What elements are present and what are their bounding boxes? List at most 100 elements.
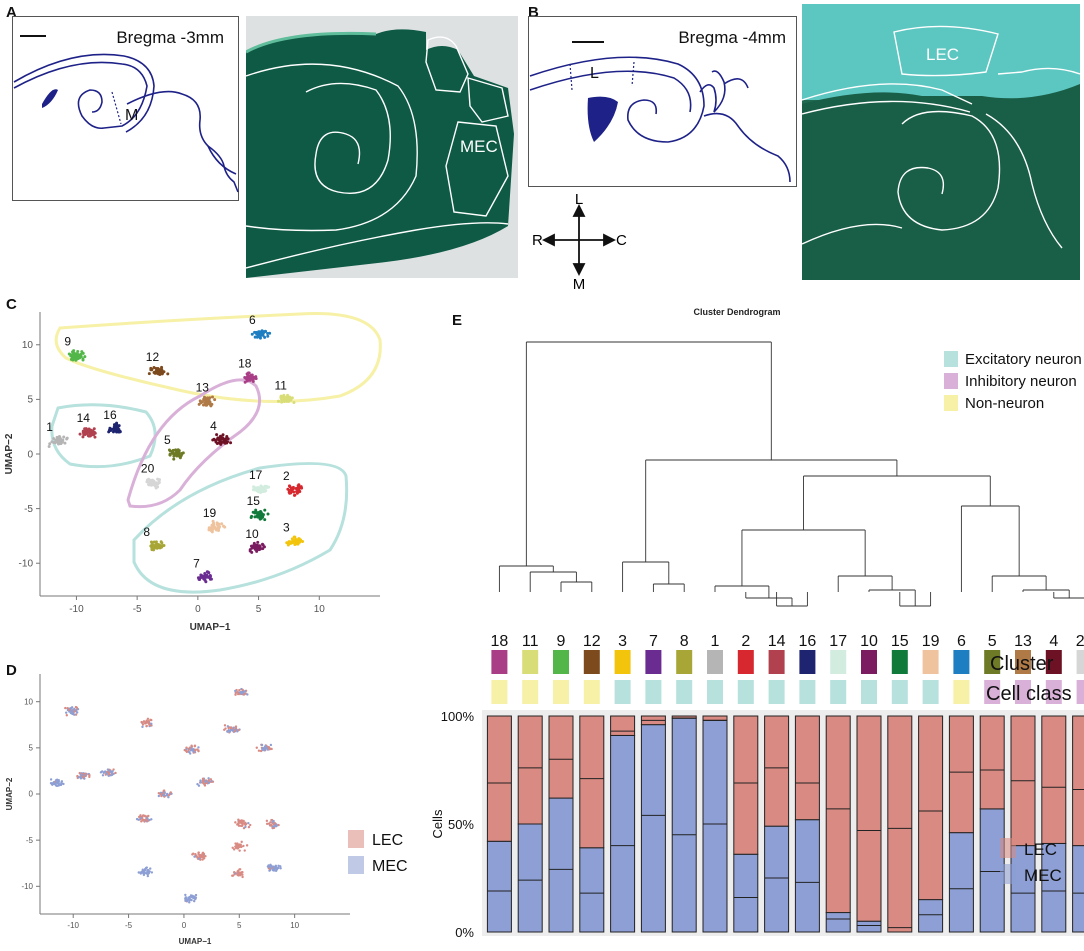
cluster-label-16: 16: [103, 408, 117, 422]
source-points-8: [137, 866, 154, 878]
cluster-label-17: 17: [249, 468, 263, 482]
bar-lec-9: [548, 715, 574, 799]
source-point: [209, 778, 213, 781]
cluster-point: [89, 428, 93, 432]
source-point: [241, 688, 244, 691]
y-axis-label: UMAP−2: [5, 777, 14, 810]
cluster-point: [247, 378, 251, 382]
source-point: [49, 778, 53, 781]
source-point: [141, 725, 144, 729]
cluster-point: [250, 550, 254, 554]
cluster-point: [229, 441, 233, 445]
panel-letter-b: B: [528, 4, 539, 21]
cluster-point: [210, 395, 214, 399]
source-point: [246, 693, 249, 696]
cluster-point: [221, 440, 225, 444]
source-point: [71, 712, 74, 716]
bar-mec-19: [918, 899, 944, 933]
cluster-swatch-6: [953, 650, 970, 674]
cluster-point: [266, 512, 270, 516]
source-point: [147, 720, 150, 724]
leaf-label-18: 18: [491, 633, 509, 650]
cluster-point: [292, 400, 296, 404]
bar-lec-12: [579, 715, 605, 849]
source-point: [162, 794, 165, 797]
cluster-point: [203, 574, 207, 578]
source-point: [234, 729, 237, 733]
leaf-label-4: 4: [1049, 633, 1058, 650]
cluster-point: [222, 438, 226, 442]
source-point: [240, 690, 243, 694]
cluster-label-10: 10: [245, 527, 259, 541]
cluster-point: [292, 493, 296, 497]
source-point: [199, 781, 202, 784]
source-point: [272, 819, 275, 823]
cluster-label-5: 5: [164, 433, 171, 447]
cluster-swatch-10: [861, 650, 877, 674]
y-tick-label: 0: [29, 790, 34, 799]
source-points-10: [231, 868, 244, 879]
ventricle-shape: [42, 89, 58, 108]
source-point: [241, 875, 244, 879]
source-point: [51, 783, 54, 786]
cluster-point: [160, 545, 164, 549]
leaf-label-20: 20: [1076, 633, 1084, 650]
source-point: [147, 872, 150, 875]
leaf-label-9: 9: [557, 633, 566, 650]
source-points-16: [99, 768, 117, 777]
cell-class-legend-swatch: [944, 395, 958, 411]
leaf-label-17: 17: [829, 633, 847, 650]
cluster-point: [226, 437, 230, 441]
cluster-point: [287, 398, 291, 402]
source-point: [196, 782, 199, 786]
bar-lec-6: [948, 715, 974, 834]
source-point: [144, 818, 148, 821]
row-label-cell-class: Cell class: [986, 683, 1072, 705]
cell-class-swatch-20: [1076, 680, 1084, 704]
source-point: [55, 780, 58, 784]
cluster-swatch-14: [768, 650, 785, 674]
cluster-point: [71, 358, 75, 362]
bar-lec-10: [856, 715, 882, 922]
source-point: [272, 826, 276, 830]
source-point: [139, 814, 142, 817]
cluster-point: [215, 441, 219, 445]
source-point: [275, 824, 278, 828]
source-point: [71, 709, 74, 713]
source-point: [53, 782, 56, 786]
source-point: [141, 819, 145, 822]
cluster-point: [57, 441, 61, 445]
leaf-label-7: 7: [649, 633, 658, 650]
x-tick-label: 0: [182, 921, 187, 930]
cluster-point: [157, 370, 161, 374]
cluster-label-13: 13: [196, 381, 210, 395]
source-point: [201, 854, 205, 858]
source-point: [234, 842, 237, 845]
source-point: [150, 818, 153, 821]
x-tick-label: -10: [69, 604, 84, 615]
source-point: [263, 749, 266, 752]
source-point: [88, 773, 91, 777]
cluster-point: [111, 427, 115, 431]
cluster-point: [210, 523, 214, 527]
cluster-point: [282, 399, 286, 403]
bar-lec-2: [733, 715, 759, 855]
cluster-point: [216, 524, 220, 528]
row-label-cluster: Cluster: [990, 653, 1054, 675]
cell-class-legend-swatch: [944, 373, 958, 389]
cluster-point: [268, 331, 272, 335]
source-point: [232, 726, 236, 729]
cluster-point: [259, 491, 263, 495]
source-point: [194, 853, 197, 856]
source-points-19: [191, 851, 207, 861]
source-point: [191, 749, 195, 752]
source-point: [255, 746, 258, 749]
y-tick-label: 10: [24, 697, 33, 706]
cluster-5-points: [167, 448, 185, 461]
source-point: [185, 746, 188, 749]
source-point: [198, 853, 202, 857]
cluster-label-2: 2: [283, 469, 290, 483]
source-point: [231, 846, 234, 849]
source-point: [232, 848, 236, 851]
source-point: [236, 730, 239, 733]
